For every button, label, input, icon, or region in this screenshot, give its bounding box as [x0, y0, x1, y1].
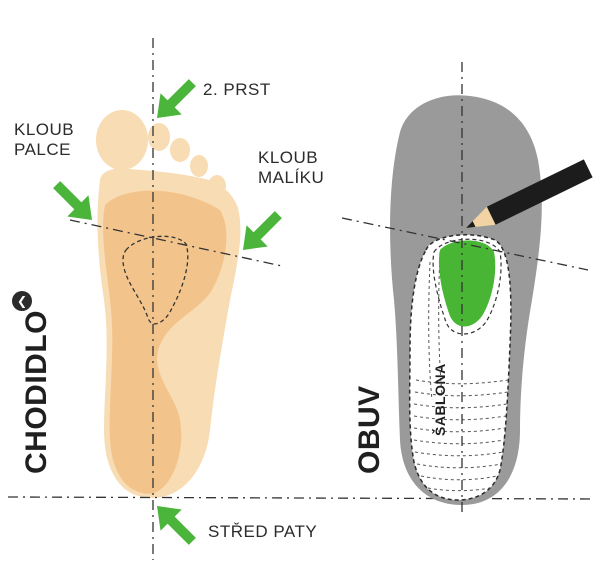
shoe-guide-lines	[341, 62, 589, 512]
label-heel-center: STŘED PATY	[208, 522, 318, 541]
insole-hatching	[413, 251, 509, 492]
arrow-heel-center	[157, 506, 196, 545]
title-shoe: OBUV	[353, 385, 386, 474]
chevron-left-icon[interactable]: ❮	[12, 291, 32, 311]
pencil-icon	[466, 159, 593, 228]
title-sole: CHODIDLO	[20, 310, 53, 474]
fourth-toe	[190, 155, 208, 177]
label-second-toe: 2. PRST	[203, 80, 271, 99]
big-toe	[96, 110, 148, 170]
third-toe	[170, 138, 190, 162]
arrows	[53, 79, 282, 545]
arrow-second-toe	[157, 79, 196, 118]
label-little-toe-joint: KLOUB MALÍKU	[258, 148, 325, 187]
arrow-little-toe-joint	[243, 211, 282, 250]
arch-outline	[122, 235, 189, 325]
joint-line	[69, 219, 283, 267]
second-toe	[148, 123, 170, 151]
shoe-joint-line	[341, 217, 589, 271]
heel-baseline	[7, 496, 593, 500]
label-big-toe-joint: KLOUB PALCE	[14, 120, 75, 159]
shoe-illustration	[390, 95, 542, 505]
label-template: ŠABLONA	[432, 363, 448, 436]
toe-area-highlight	[438, 240, 496, 327]
foot-pressure-zone	[103, 190, 227, 494]
foot-illustration	[96, 110, 241, 498]
arrow-big-toe-joint	[53, 181, 92, 220]
foot-guide-lines	[7, 38, 593, 560]
